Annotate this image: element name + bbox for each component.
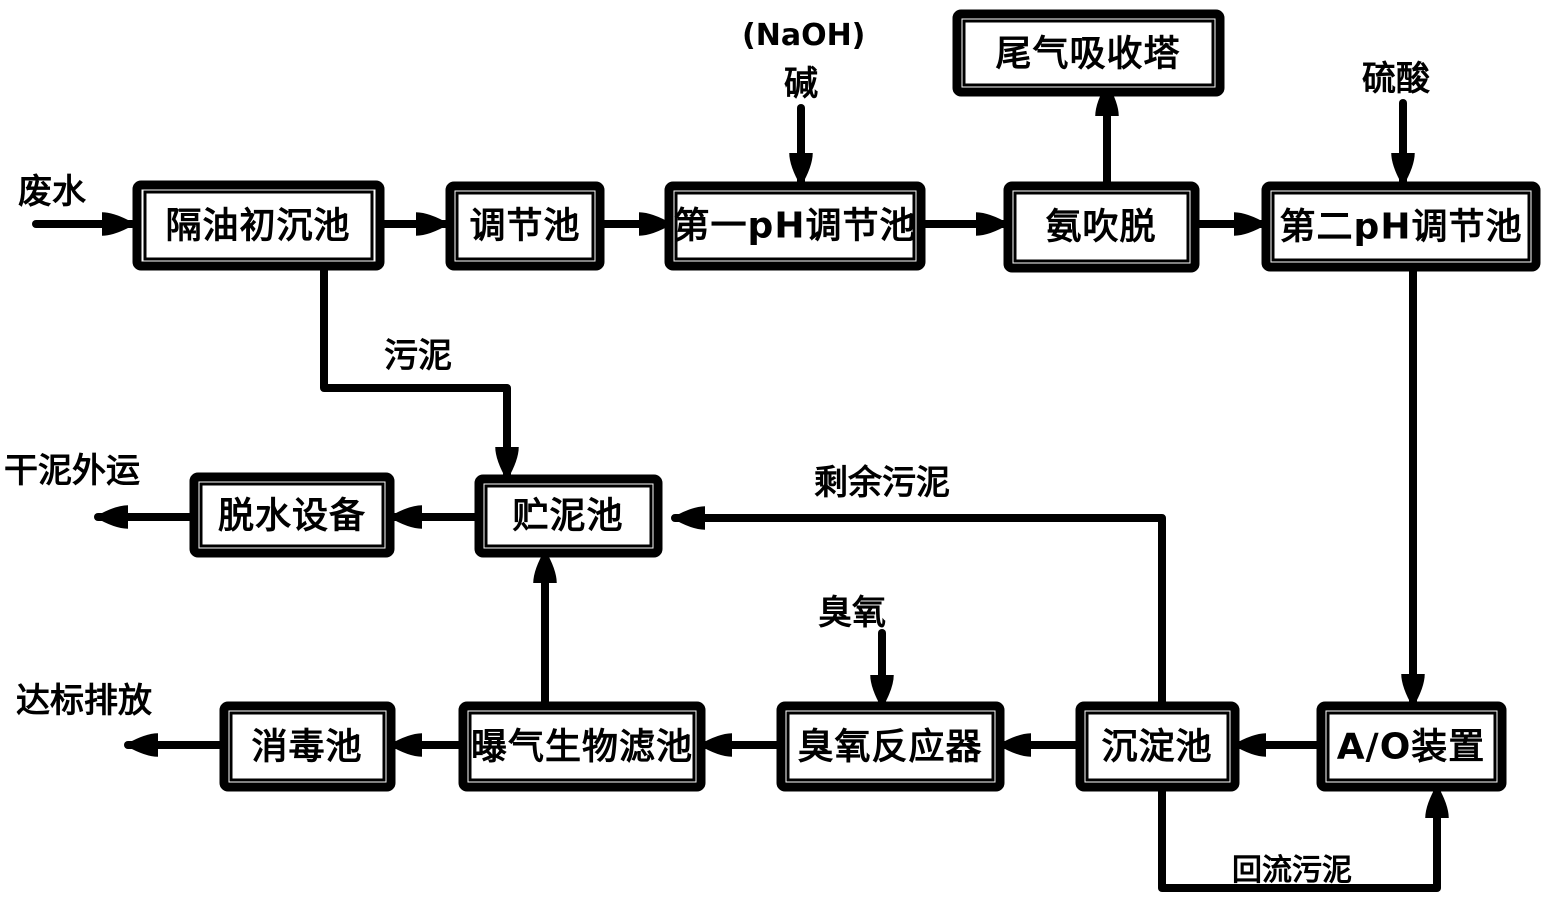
edge-return-sludge — [1158, 783, 1449, 892]
node-ph1-label: 第一pH调节池 — [674, 206, 917, 247]
node-tail-gas-tower-label: 尾气吸收塔 — [995, 34, 1180, 75]
node-baf-label: 曝气生物滤池 — [471, 727, 693, 768]
node-ozone-reactor-label: 臭氧反应器 — [797, 727, 982, 768]
node-sludge-storage-label: 贮泥池 — [512, 496, 623, 537]
node-dewatering-label: 脱水设备 — [218, 496, 366, 537]
label-dry-sludge-out: 干泥外运 — [4, 451, 140, 491]
node-equalization: 调节池 — [445, 181, 605, 271]
node-ao-unit-label: A/O装置 — [1337, 727, 1486, 768]
node-ammonia-stripping-label: 氨吹脱 — [1045, 207, 1156, 248]
node-disinfection-label: 消毒池 — [251, 727, 362, 768]
node-sedimentation-label: 沉淀池 — [1101, 727, 1212, 768]
node-ph2: 第二pH调节池 — [1261, 181, 1541, 272]
node-ammonia-stripping: 氨吹脱 — [1003, 181, 1200, 273]
node-sludge-storage: 贮泥池 — [474, 474, 663, 558]
node-dewatering: 脱水设备 — [189, 472, 395, 558]
edge-oil-separation-sludge — [320, 264, 519, 481]
node-ao-unit: A/O装置 — [1316, 701, 1507, 792]
label-return-sludge: 回流污泥 — [1232, 853, 1352, 888]
node-ozone-reactor: 臭氧反应器 — [776, 701, 1005, 792]
label-naoh: (NaOH) — [742, 18, 865, 53]
node-oil-separation: 隔油初沉池 — [132, 180, 385, 271]
label-sludge: 污泥 — [384, 336, 452, 376]
label-discharge: 达标排放 — [16, 681, 152, 721]
node-baf: 曝气生物滤池 — [458, 701, 706, 792]
label-excess-sludge: 剩余污泥 — [814, 463, 950, 503]
node-ph2-label: 第二pH调节池 — [1280, 207, 1523, 248]
label-wastewater: 废水 — [18, 172, 87, 212]
node-equalization-label: 调节池 — [469, 206, 580, 247]
node-disinfection: 消毒池 — [219, 701, 396, 792]
node-oil-separation-label: 隔油初沉池 — [165, 206, 350, 247]
label-sulfuric-acid: 硫酸 — [1362, 59, 1431, 99]
edge-excess-sludge — [671, 506, 1166, 709]
label-ozone: 臭氧 — [818, 593, 886, 633]
node-tail-gas-tower: 尾气吸收塔 — [952, 9, 1225, 97]
node-sedimentation: 沉淀池 — [1075, 701, 1240, 792]
label-alkali: 碱 — [784, 64, 818, 104]
node-ph1: 第一pH调节池 — [664, 181, 926, 271]
connectors — [32, 82, 1449, 892]
